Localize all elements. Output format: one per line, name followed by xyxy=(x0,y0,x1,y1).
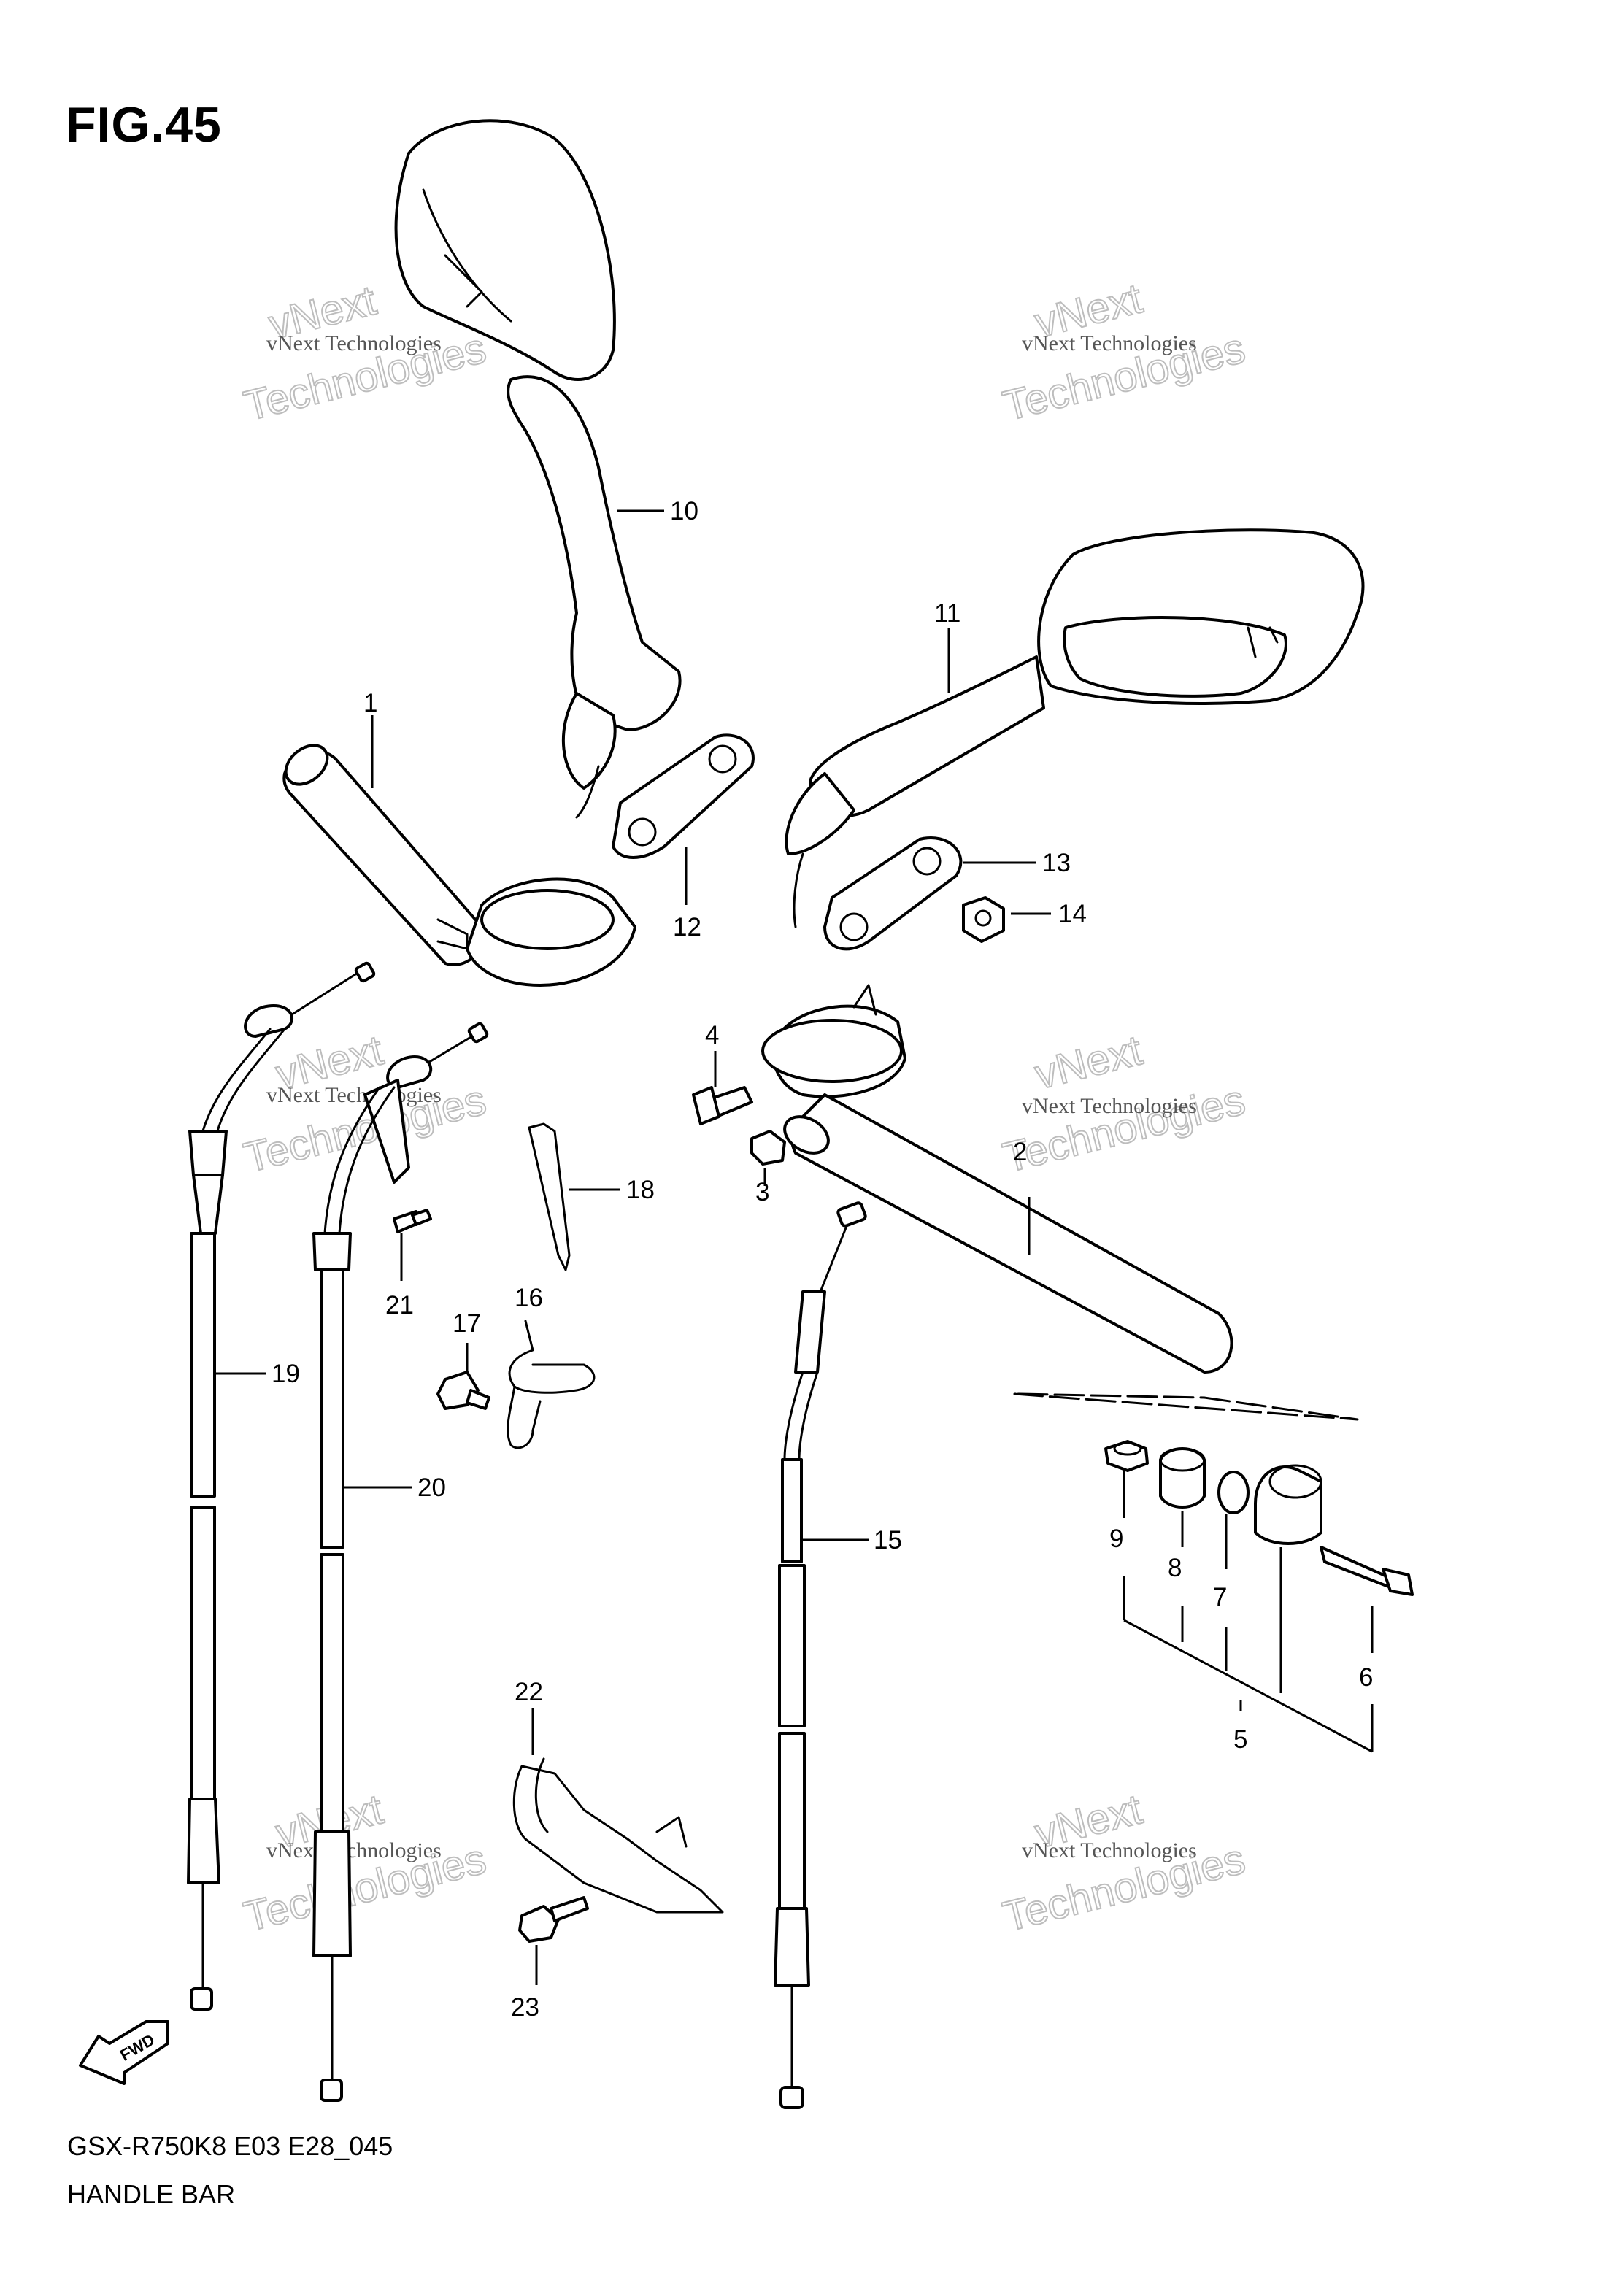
leader-20: 20 xyxy=(343,1473,446,1502)
svg-text:4: 4 xyxy=(705,1021,719,1049)
svg-text:7: 7 xyxy=(1213,1583,1227,1611)
leader-21: 21 xyxy=(385,1233,414,1320)
leader-16: 16 xyxy=(515,1284,543,1312)
leader-2: 2 xyxy=(1013,1138,1031,1255)
svg-text:21: 21 xyxy=(385,1291,414,1320)
part-14-nut xyxy=(962,896,1005,943)
svg-text:9: 9 xyxy=(1109,1525,1123,1553)
part-8-spacer xyxy=(1159,1447,1206,1509)
part-9-collar xyxy=(1104,1440,1149,1472)
leader-22: 22 xyxy=(515,1678,543,1755)
watermark-middle-right: vNext Technologies vNext Technologies xyxy=(998,1025,1250,1182)
part-15-cable xyxy=(774,1201,867,2109)
leader-17: 17 xyxy=(453,1309,481,1372)
part-19-cable xyxy=(187,961,376,2011)
part-6-screw xyxy=(1320,1546,1414,1596)
svg-text:14: 14 xyxy=(1058,900,1087,928)
part-7-ring xyxy=(1217,1471,1250,1514)
leader-12: 12 xyxy=(673,847,701,941)
watermark-top-right: vNext Technologies vNext Technologies xyxy=(998,274,1250,431)
svg-text:15: 15 xyxy=(874,1526,902,1555)
leader-23: 23 xyxy=(511,1945,539,2022)
fwd-arrow: FWD xyxy=(79,2020,169,2085)
svg-text:11: 11 xyxy=(934,599,960,628)
leader-18: 18 xyxy=(569,1176,655,1204)
leader-1: 1 xyxy=(363,689,377,788)
callout-5: 5 xyxy=(1233,1725,1247,1754)
svg-text:1: 1 xyxy=(363,689,377,717)
svg-text:13: 13 xyxy=(1042,849,1071,877)
part-18-clip xyxy=(528,1122,571,1271)
leader-15: 15 xyxy=(803,1526,902,1555)
leader-11: 11 xyxy=(934,599,960,693)
leader-4: 4 xyxy=(705,1021,719,1087)
section-name: HANDLE BAR xyxy=(67,2179,236,2209)
svg-text:vNext Technologies: vNext Technologies xyxy=(1022,1094,1197,1118)
svg-text:12: 12 xyxy=(673,913,701,941)
leader-13: 13 xyxy=(963,849,1071,877)
leader-3: 3 xyxy=(755,1168,769,1206)
svg-text:5: 5 xyxy=(1233,1725,1247,1754)
part-2-right-handlebar xyxy=(761,984,1233,1374)
svg-text:22: 22 xyxy=(515,1678,543,1706)
part-22-guide xyxy=(512,1757,724,1914)
svg-text:17: 17 xyxy=(453,1309,481,1338)
svg-text:6: 6 xyxy=(1359,1663,1373,1692)
part-3-nut xyxy=(750,1130,786,1166)
svg-text:19: 19 xyxy=(272,1360,300,1388)
svg-text:18: 18 xyxy=(626,1176,655,1204)
svg-text:vNext: vNext xyxy=(1031,1026,1147,1098)
svg-text:23: 23 xyxy=(511,1993,539,2022)
svg-text:vNext Technologies: vNext Technologies xyxy=(1022,1838,1197,1862)
balancer-leaders xyxy=(1123,1471,1374,1753)
part-17-bolt xyxy=(436,1371,490,1410)
svg-text:vNext Technologies: vNext Technologies xyxy=(266,1838,442,1862)
watermark-middle-left: vNext Technologies vNext Technologies xyxy=(239,1025,491,1182)
part-11-right-mirror xyxy=(785,528,1365,928)
svg-text:3: 3 xyxy=(755,1178,769,1206)
watermark-bottom-right: vNext Technologies vNext Technologies xyxy=(998,1784,1250,1941)
model-code: GSX-R750K8 E03 E28_045 xyxy=(67,2131,393,2161)
callout-7: 7 xyxy=(1213,1583,1227,1611)
callout-8: 8 xyxy=(1168,1554,1182,1582)
part-13-right-bracket xyxy=(823,836,963,951)
part-5-weight xyxy=(1254,1464,1322,1545)
svg-text:20: 20 xyxy=(417,1473,446,1502)
callout-9: 9 xyxy=(1109,1525,1123,1553)
leader-10: 10 xyxy=(617,497,698,525)
part-4-bolt xyxy=(692,1086,753,1125)
svg-text:8: 8 xyxy=(1168,1554,1182,1582)
part-1-left-handlebar xyxy=(282,744,636,987)
svg-text:vNext Technologies: vNext Technologies xyxy=(1022,331,1197,355)
leader-14: 14 xyxy=(1011,900,1087,928)
svg-text:vNext Technologies: vNext Technologies xyxy=(266,1083,442,1107)
part-21-screw xyxy=(393,1209,432,1233)
svg-text:Technologies: Technologies xyxy=(998,1076,1250,1182)
svg-text:2: 2 xyxy=(1013,1138,1027,1166)
part-23-bolt xyxy=(518,1896,589,1943)
svg-text:vNext Technologies: vNext Technologies xyxy=(266,331,442,355)
svg-text:16: 16 xyxy=(515,1284,543,1312)
balancer-expansion-lines xyxy=(1013,1392,1359,1421)
part-20-cable xyxy=(312,1022,489,2102)
part-10-left-mirror xyxy=(394,119,682,819)
leader-19: 19 xyxy=(215,1360,300,1388)
figure-title: FIG.45 xyxy=(66,97,222,153)
watermark-bottom-left: vNext Technologies vNext Technologies xyxy=(239,1784,491,1941)
part-12-left-bracket xyxy=(612,733,755,859)
svg-text:10: 10 xyxy=(670,497,698,525)
callout-6: 6 xyxy=(1359,1663,1373,1692)
part-16-clamp xyxy=(507,1320,596,1449)
